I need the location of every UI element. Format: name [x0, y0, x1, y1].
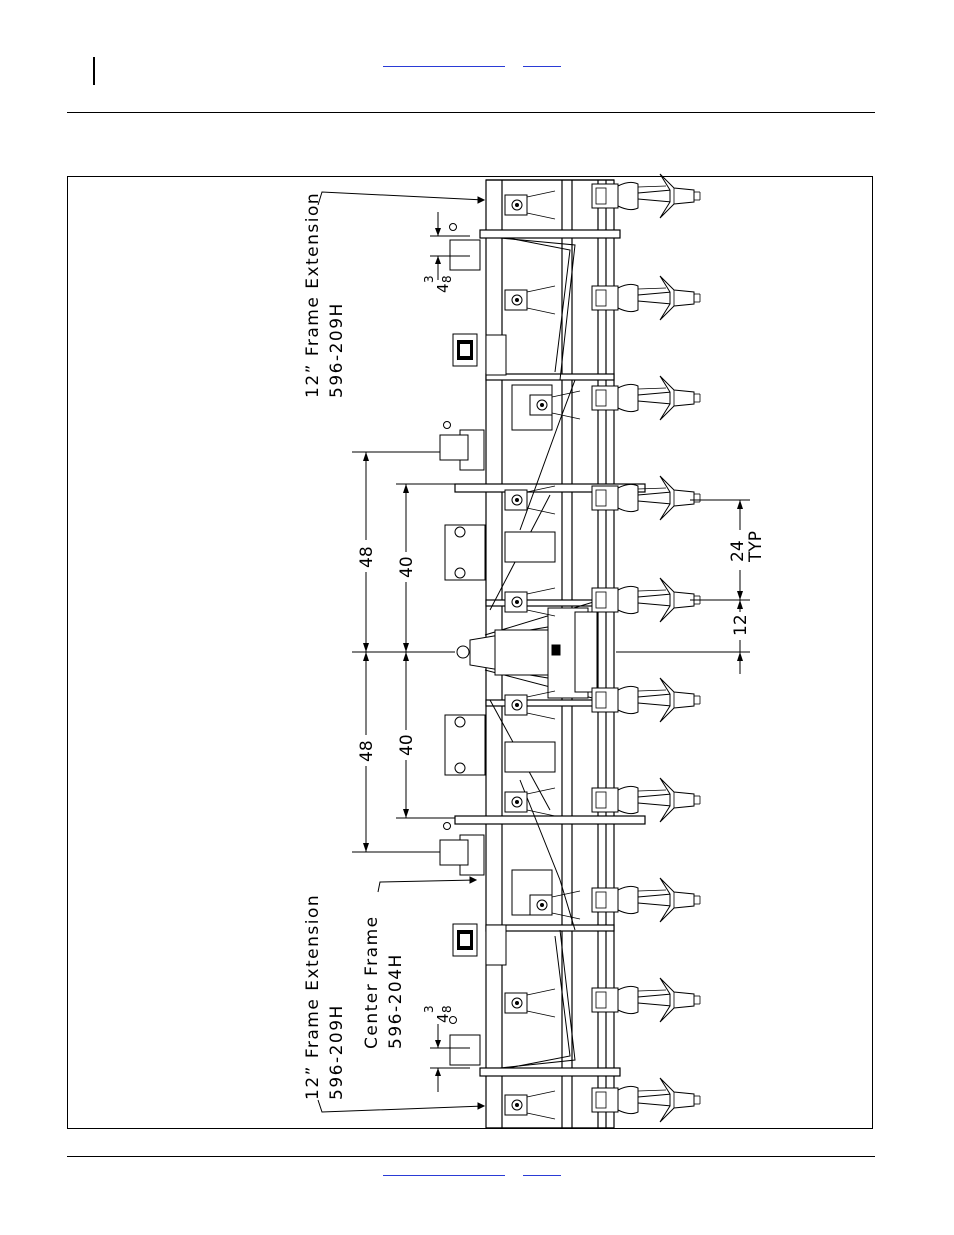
dim-offset-top-num: 3	[422, 275, 436, 283]
dim-inner-lower-label: 40	[397, 734, 417, 756]
callout-top-extension-line1: 12” Frame Extension	[303, 198, 323, 398]
dim-row-spacing-note: TYP	[747, 531, 765, 562]
dim-offset-bottom-den: 8	[440, 1005, 454, 1013]
callout-top-extension-line2: 596-209H	[327, 198, 347, 398]
dim-center-offset-label: 12	[731, 614, 751, 636]
dim-inner-upper-label: 40	[397, 556, 417, 578]
dim-outer-lower-label: 48	[357, 740, 377, 762]
dim-outer-upper-label: 48	[357, 546, 377, 568]
callout-bottom-extension-line2: 596-209H	[327, 900, 347, 1100]
callout-center-frame-line2: 596-204H	[386, 899, 406, 1049]
dim-offset-bottom-whole: 4	[434, 1013, 452, 1023]
callout-center-frame-line1: Center Frame	[362, 899, 382, 1049]
dim-offset-top-whole: 4	[434, 283, 452, 293]
dim-row-spacing-value: 24	[729, 531, 747, 562]
dim-offset-bottom-num: 3	[422, 1005, 436, 1013]
dim-offset-top-den: 8	[440, 275, 454, 283]
callout-bottom-extension-line1: 12” Frame Extension	[303, 900, 323, 1100]
